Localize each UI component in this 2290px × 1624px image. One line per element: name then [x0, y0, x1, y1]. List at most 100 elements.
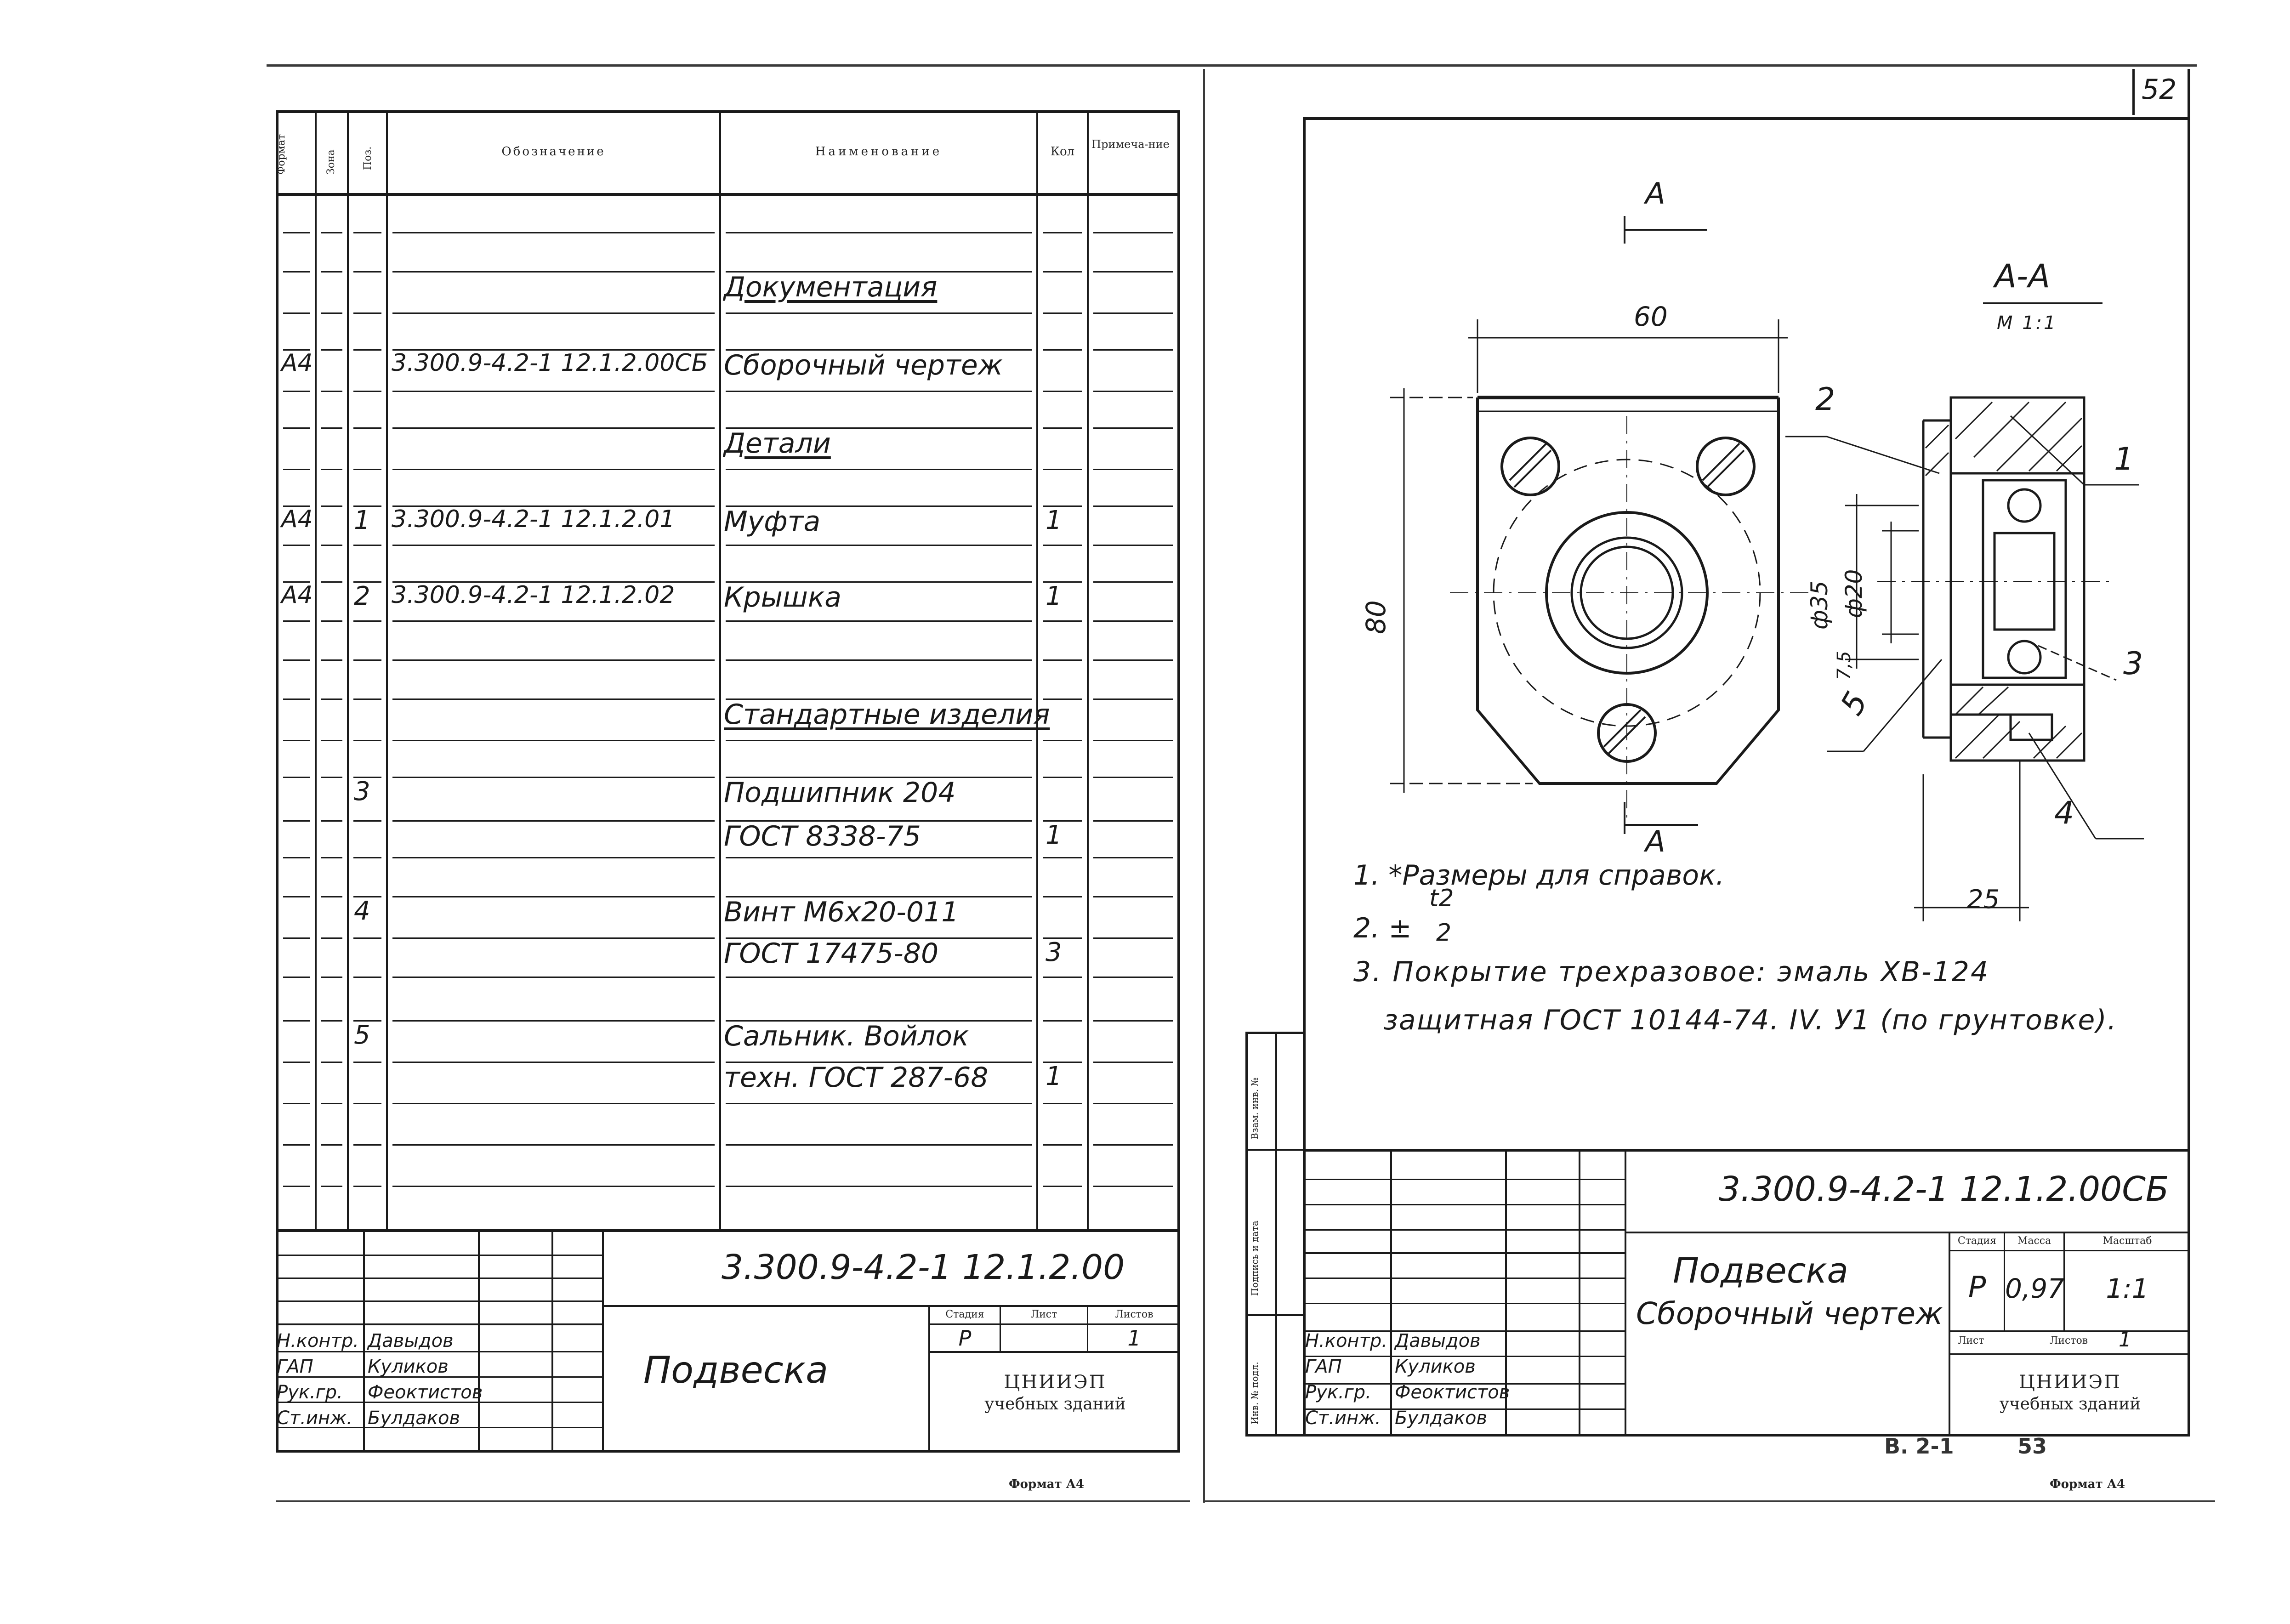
bottom-ref: В. 2-1 — [1884, 1434, 1954, 1459]
spec-grid-line — [1093, 777, 1173, 778]
spec-grid-line — [283, 545, 310, 546]
signature-role: Рук.гр. — [1305, 1382, 1371, 1403]
spec-row-qty: 1 — [1046, 820, 1062, 850]
spec-row-name: ГОСТ 17475-80 — [724, 937, 939, 970]
signature-role: ГАП — [277, 1356, 313, 1377]
signature-name: Булдаков — [1395, 1408, 1488, 1429]
spec-grid-line — [392, 857, 715, 858]
spec-grid-line — [392, 581, 715, 583]
right-stage-label: Стадия — [1957, 1235, 1997, 1247]
spec-grid-line — [1043, 1062, 1082, 1063]
spec-grid-line — [353, 698, 381, 700]
note-3: 3. Покрытие трехразовое: эмаль ХВ-124 — [1353, 956, 1990, 988]
spec-grid-line — [1043, 896, 1082, 897]
left-org-2: учебных зданий — [984, 1395, 1126, 1414]
spec-grid-line — [321, 659, 342, 661]
callout-1: 1 — [2114, 441, 2134, 477]
view-a-label-top: А — [1645, 177, 1665, 211]
left-stage-label: Стадия — [945, 1309, 984, 1320]
dim-7-5: 7,5 — [1834, 651, 1855, 680]
spec-grid-line — [726, 581, 1032, 583]
spec-grid-line — [353, 857, 381, 858]
spec-grid-line — [353, 312, 381, 314]
spec-row-qty: 3 — [1046, 937, 1062, 967]
spec-grid-line — [1043, 545, 1082, 546]
section-hatch — [1925, 401, 2083, 759]
spec-grid-line — [392, 659, 715, 661]
leader-4 — [2028, 733, 2097, 839]
spec-row-name: техн. ГОСТ 287-68 — [724, 1062, 989, 1094]
spec-grid-line — [1043, 1103, 1082, 1104]
spec-grid-line — [392, 620, 715, 622]
spec-grid-line — [1043, 581, 1082, 583]
spec-grid-line — [353, 977, 381, 978]
spec-row-qty: 1 — [1046, 505, 1062, 535]
spec-grid-line — [283, 896, 310, 897]
spec-grid-line — [392, 1103, 715, 1104]
spec-grid-line — [353, 820, 381, 822]
spec-grid-line — [353, 777, 381, 778]
spec-grid-line — [321, 1103, 342, 1104]
spec-row-name: Стандартные изделия — [724, 698, 1050, 731]
section-label: А-А — [1995, 257, 2051, 295]
spec-grid-line — [726, 349, 1032, 351]
dim-80: 80 — [1360, 600, 1392, 634]
spec-grid-line — [321, 349, 342, 351]
spec-grid-line — [321, 427, 342, 429]
spec-grid-line — [1043, 698, 1082, 700]
spec-grid-line — [283, 581, 310, 583]
spec-grid-line — [321, 1186, 342, 1187]
spec-grid-line — [283, 312, 310, 314]
spec-grid-line — [1093, 349, 1173, 351]
spec-grid-line — [321, 271, 342, 273]
spec-grid-line — [321, 1062, 342, 1063]
spec-grid-line — [353, 937, 381, 939]
signature-role: Ст.инж. — [1305, 1408, 1381, 1429]
right-stage: Р — [1968, 1271, 1986, 1305]
left-stage: Р — [958, 1326, 972, 1351]
hub-inner-circle — [1580, 545, 1674, 640]
spec-grid-line — [321, 857, 342, 858]
spec-grid-line — [283, 271, 310, 273]
spec-grid-line — [321, 505, 342, 507]
signature-name: Куликов — [1395, 1356, 1476, 1377]
signature-role: Рук.гр. — [277, 1382, 343, 1403]
right-mass-label: Масса — [2017, 1235, 2051, 1247]
dim-d35: ф35 — [1806, 580, 1833, 630]
spec-grid-line — [726, 820, 1032, 822]
spec-grid-line — [1093, 232, 1173, 233]
callout-3: 3 — [2123, 646, 2143, 682]
spec-grid-line — [726, 698, 1032, 700]
dim-60: 60 — [1634, 301, 1668, 332]
right-scale-label: Масштаб — [2102, 1235, 2152, 1247]
spec-grid-line — [1093, 1103, 1173, 1104]
right-title-2: Сборочный чертеж — [1636, 1296, 1943, 1331]
spec-grid-line — [353, 469, 381, 470]
right-sheets: 1 — [2119, 1328, 2131, 1351]
spec-grid-line — [353, 1144, 381, 1146]
view-a-label-bottom: А — [1645, 825, 1665, 859]
spec-grid-line — [1043, 271, 1082, 273]
header-zone: Зона — [325, 149, 337, 175]
spec-grid-line — [1043, 505, 1082, 507]
spec-grid-line — [1093, 391, 1173, 392]
spec-row-name: Документация — [724, 271, 938, 303]
spec-grid-line — [283, 1062, 310, 1063]
spec-grid-line — [283, 698, 310, 700]
spec-grid-line — [283, 620, 310, 622]
spec-grid-line — [353, 1186, 381, 1187]
spec-grid-line — [283, 1103, 310, 1104]
spec-grid-line — [1093, 312, 1173, 314]
spec-grid-line — [1093, 1062, 1173, 1063]
dim-d20: ф20 — [1841, 569, 1867, 618]
spec-row-pos: 1 — [354, 505, 370, 535]
spec-grid-line — [726, 469, 1032, 470]
spec-grid-line — [1093, 1144, 1173, 1146]
spec-row-name: Сборочный чертеж — [724, 349, 1003, 381]
spec-row-name: Подшипник 204 — [724, 777, 956, 809]
spec-grid-line — [392, 698, 715, 700]
spec-grid-line — [726, 1062, 1032, 1063]
spec-grid-line — [321, 777, 342, 778]
spec-grid-line — [321, 469, 342, 470]
spec-grid-line — [1093, 698, 1173, 700]
